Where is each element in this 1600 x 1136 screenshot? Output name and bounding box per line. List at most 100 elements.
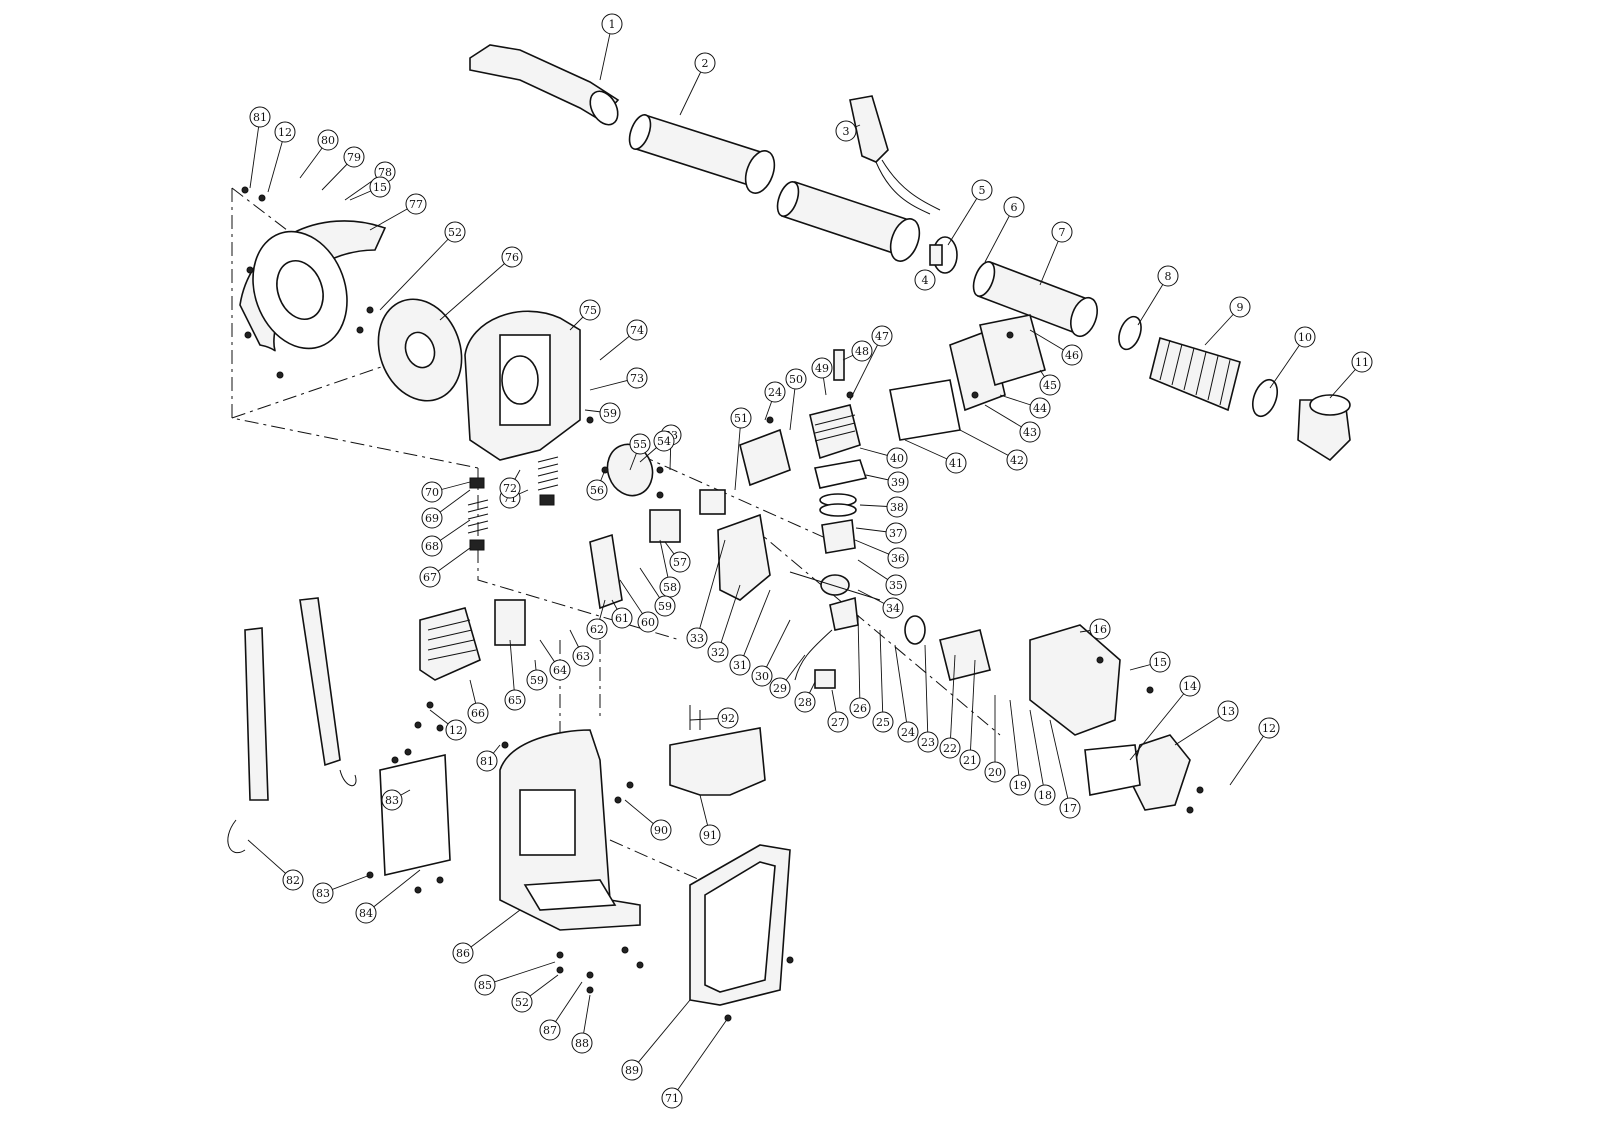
callout: 80 <box>299 129 339 179</box>
callout: 14 <box>1129 675 1201 761</box>
callout-circle <box>764 381 786 403</box>
callout-number: 52 <box>515 996 529 1009</box>
callout-number: 56 <box>590 484 604 497</box>
callout: 59 <box>639 567 676 617</box>
callout-leader <box>249 116 261 189</box>
callout-number: 80 <box>321 134 335 147</box>
callout-circle <box>1029 397 1051 419</box>
callout-circle <box>421 507 443 529</box>
callout: 75 <box>569 299 601 331</box>
callout-number: 29 <box>773 682 787 695</box>
callout-circle <box>579 299 601 321</box>
callout-circle <box>445 719 467 741</box>
callout: 70 <box>421 481 471 503</box>
callout-number: 47 <box>875 330 889 343</box>
callout: 60 <box>619 579 659 633</box>
callout-circle <box>599 402 621 424</box>
callout-circle <box>811 357 833 379</box>
callout-leader <box>365 869 421 914</box>
callout-number: 63 <box>576 650 590 663</box>
callout-number: 15 <box>373 181 387 194</box>
callout-number: 86 <box>456 947 470 960</box>
callout: 73 <box>589 367 648 391</box>
callout-leader <box>734 417 742 491</box>
callout: 85 <box>474 961 556 996</box>
callout: 8 <box>1137 265 1179 326</box>
callout-leader <box>484 961 556 986</box>
callout: 39 <box>865 471 909 493</box>
callout: 63 <box>569 629 594 667</box>
callout: 81 <box>476 744 501 772</box>
callout-circle <box>917 731 939 753</box>
callout: 37 <box>855 522 907 544</box>
callout-number: 21 <box>963 754 977 767</box>
air-cleaner-cover <box>949 314 1046 412</box>
callout-circle <box>653 430 675 452</box>
callout-circle <box>274 121 296 143</box>
callout-leader <box>894 644 909 733</box>
callout-number: 40 <box>890 452 904 465</box>
callout-number: 50 <box>789 373 803 386</box>
callout-number: 35 <box>889 579 903 592</box>
callout: 50 <box>785 368 807 431</box>
callout-circle <box>887 547 909 569</box>
callout-number: 49 <box>815 362 829 375</box>
callout: 72 <box>499 469 521 499</box>
callout-number: 72 <box>503 482 517 495</box>
callout-number: 41 <box>949 457 963 470</box>
callout-circle <box>249 106 271 128</box>
callout-number: 31 <box>733 659 747 672</box>
spark-plug <box>833 349 845 381</box>
callout-circle <box>914 269 936 291</box>
callout: 43 <box>984 404 1041 443</box>
callout-number: 46 <box>1065 349 1079 362</box>
callout-number: 83 <box>385 794 399 807</box>
gasket-14 <box>1084 744 1141 796</box>
callout: 30 <box>751 619 791 687</box>
callout: 12 <box>267 121 296 193</box>
callout: 1 <box>599 13 623 81</box>
callout-number: 67 <box>423 571 437 584</box>
callout-number: 43 <box>1023 426 1037 439</box>
callout-circle <box>637 611 659 633</box>
callout-circle <box>1003 196 1025 218</box>
callout-circle <box>1089 618 1111 640</box>
callout-number: 12 <box>1262 722 1276 735</box>
callout-circle <box>405 193 427 215</box>
callout-circle <box>419 566 441 588</box>
crankshaft <box>789 571 881 601</box>
callout-number: 7 <box>1059 226 1066 239</box>
callout-circle <box>1009 774 1031 796</box>
callout: 38 <box>859 496 908 518</box>
callout-leader <box>631 999 691 1071</box>
callout-number: 17 <box>1063 802 1077 815</box>
callout: 51 <box>730 407 752 491</box>
callout: 34 <box>857 589 904 619</box>
callout-leader <box>1049 719 1071 809</box>
callout: 3 <box>835 120 861 142</box>
callout-number: 58 <box>663 581 677 594</box>
callout-number: 32 <box>711 646 725 659</box>
callout: 76 <box>439 246 523 321</box>
callout: 16 <box>1079 618 1111 640</box>
callout-circle <box>317 129 339 151</box>
callout: 9 <box>1204 296 1251 346</box>
callout: 67 <box>419 547 471 588</box>
callout-leader <box>717 584 741 653</box>
air-filter-cover <box>419 607 481 681</box>
callout-leader <box>439 256 513 321</box>
elbow-connector <box>1297 394 1351 462</box>
callout-number: 59 <box>658 600 672 613</box>
callout-circle <box>1059 797 1081 819</box>
callout-circle <box>887 471 909 493</box>
callout: 79 <box>321 146 365 191</box>
carb-support <box>589 533 623 610</box>
callout: 55 <box>629 433 651 471</box>
callout-number: 34 <box>886 602 900 615</box>
callout: 91 <box>699 794 721 846</box>
callout-circle <box>421 481 443 503</box>
callout: 29 <box>769 654 806 699</box>
callout-number: 55 <box>633 438 647 451</box>
callout: 47 <box>849 325 893 401</box>
callout-leader <box>949 654 956 749</box>
